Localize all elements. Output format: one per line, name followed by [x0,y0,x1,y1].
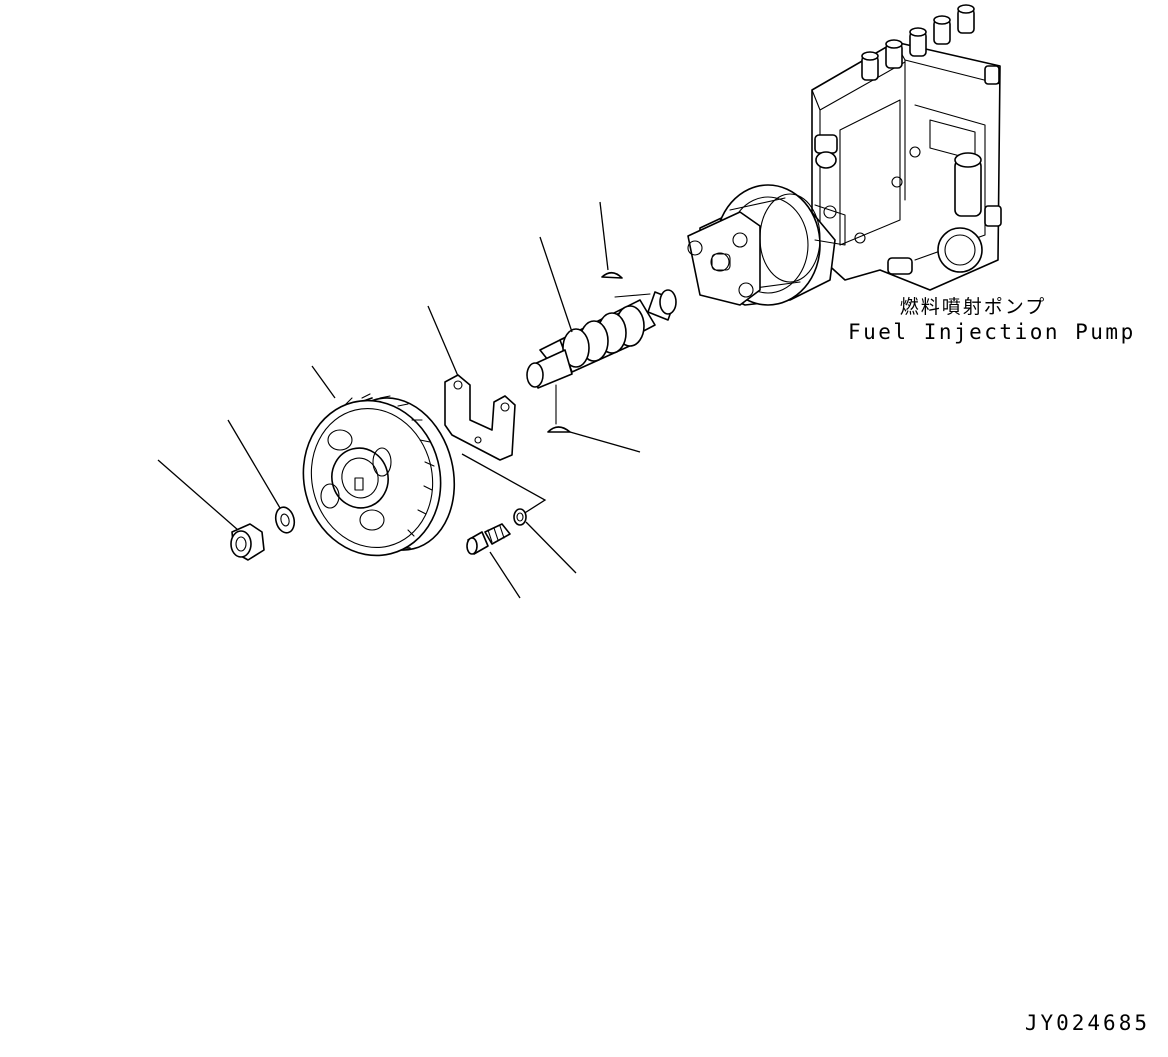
fuel-injection-pump [687,4,1002,306]
delivery-valve-holders [861,4,975,81]
drawing-number: JY024685 [1024,1011,1150,1035]
drive-shaft [526,289,677,389]
drive-gear [302,365,456,557]
woodruff-key-lower [547,384,641,453]
pump-coupling-flange [687,184,846,306]
bolt [466,523,521,599]
shaft-leader [539,236,573,333]
pump-label-japanese: 燃料噴射ポンプ [899,296,1047,318]
fastener-group-bracket [461,453,547,517]
pump-label-english: Fuel Injection Pump [848,320,1136,344]
nut [157,459,265,561]
lock-washer [513,508,577,574]
woodruff-key-upper [599,201,623,279]
bracket-plate [427,305,516,461]
washer [227,419,296,534]
